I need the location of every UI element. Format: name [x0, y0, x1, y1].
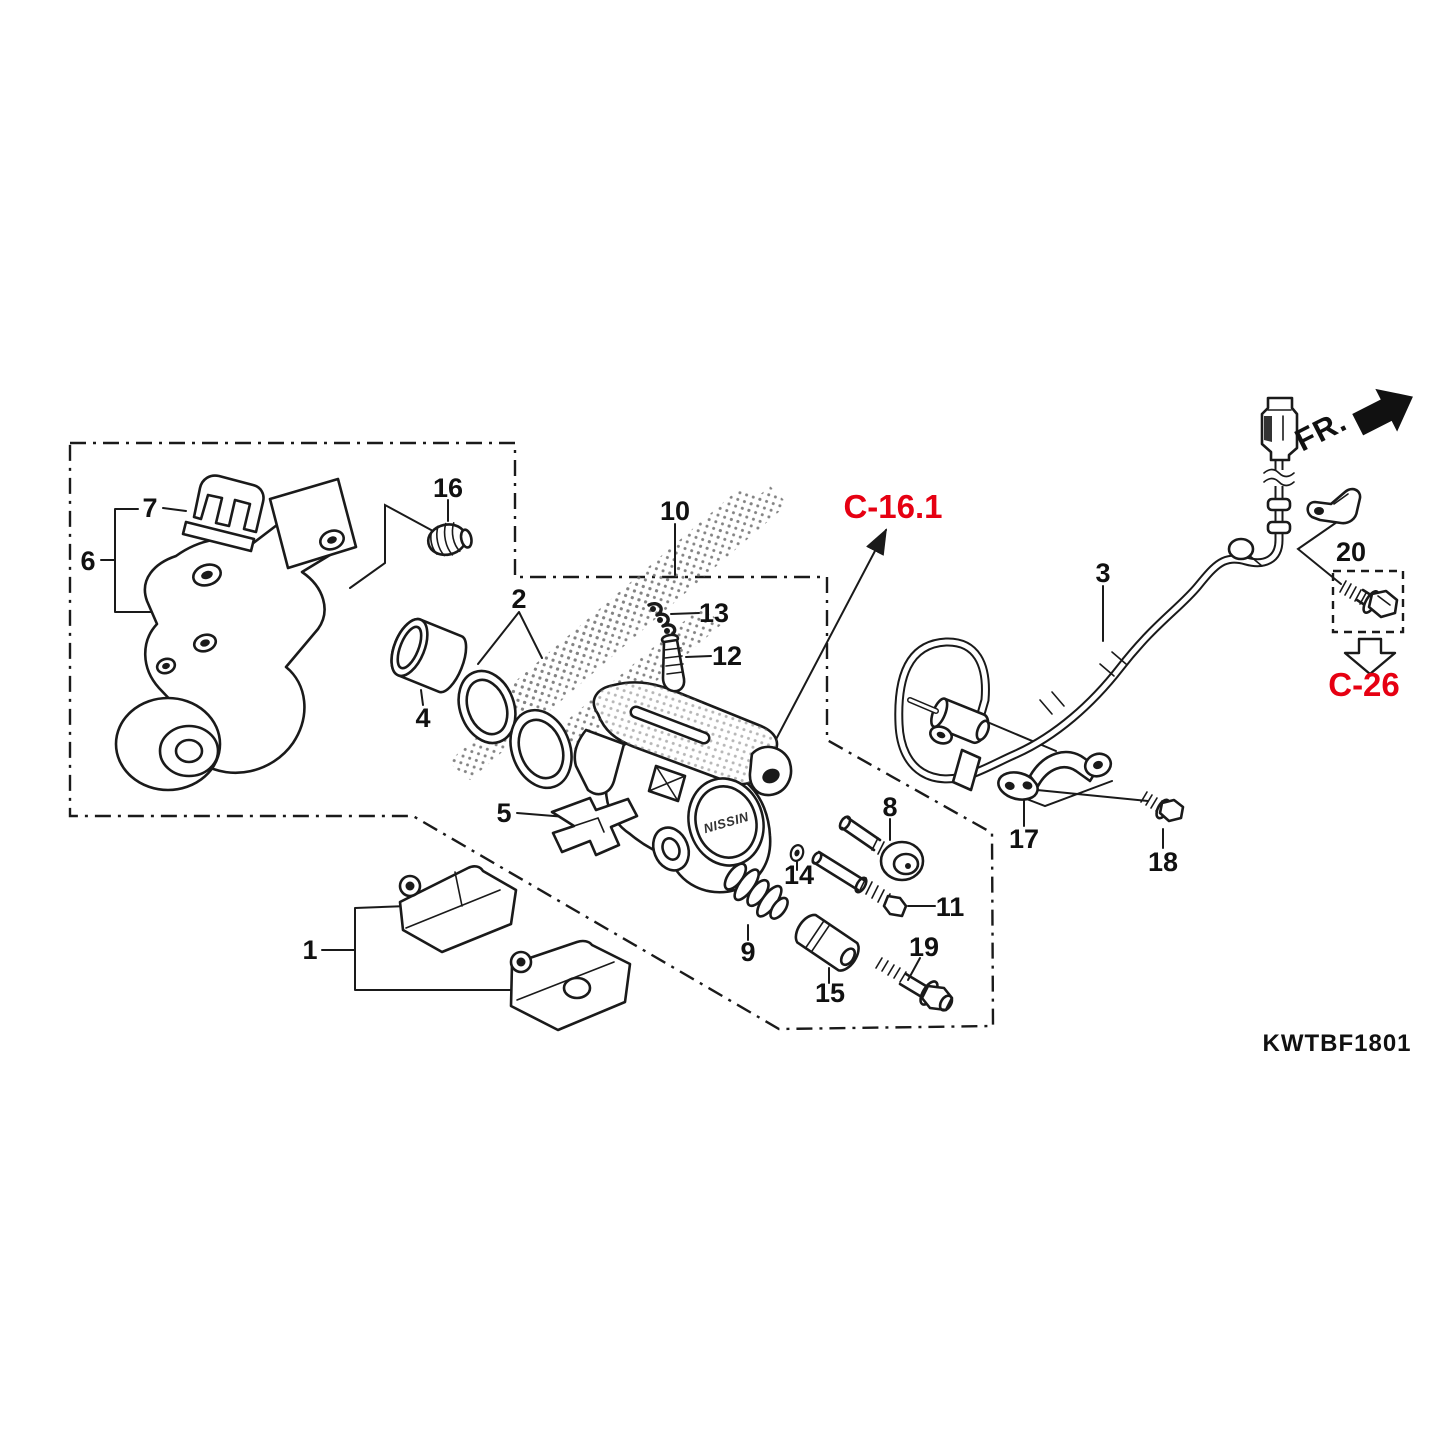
part-label-9: 9 [740, 937, 755, 967]
part-label-10: 10 [660, 496, 690, 526]
part-label-17: 17 [1009, 824, 1039, 854]
part-label-20: 20 [1336, 537, 1366, 567]
bleed-cap-drawing [426, 522, 473, 557]
retainer-spring-drawing [647, 601, 677, 638]
group-outline-boxes [68, 441, 1405, 1031]
seal-ring-drawing [457, 669, 573, 790]
part-label-13: 13 [699, 598, 729, 628]
part-label-6: 6 [80, 546, 95, 576]
part-label-2: 2 [511, 584, 526, 614]
caliper-body-drawing: NISSIN [550, 601, 793, 894]
front-direction-arrow-icon [1352, 388, 1413, 436]
front-direction-label: FR. [1289, 403, 1352, 458]
part-label-19: 19 [909, 932, 939, 962]
part-label-18: 18 [1148, 847, 1178, 877]
part-label-3: 3 [1095, 558, 1110, 588]
part-number-labels: 1 2 3 4 5 6 7 8 9 10 11 12 13 14 15 16 1… [80, 473, 1366, 1008]
part-label-5: 5 [496, 798, 511, 828]
abs-sensor-wire-drawing [894, 396, 1299, 792]
part-label-8: 8 [882, 792, 897, 822]
section-ref-c26: C-26 [1328, 666, 1400, 703]
part-label-7: 7 [142, 493, 157, 523]
pad-spring-drawing [550, 796, 639, 857]
pin-bolt-drawings [723, 815, 954, 1012]
part-label-11: 11 [936, 892, 965, 922]
caliper-piston-face: NISSIN [687, 777, 765, 867]
part-label-14: 14 [784, 860, 814, 890]
brake-pads-drawing [398, 865, 632, 1032]
part-label-16: 16 [433, 473, 463, 503]
piston-drawing [390, 617, 468, 694]
part-label-12: 12 [712, 641, 742, 671]
c16-1-arrow [771, 528, 887, 748]
part-label-4: 4 [415, 703, 430, 733]
drawing-code: KWTBF1801 [1262, 1030, 1411, 1057]
part-label-15: 15 [815, 978, 845, 1008]
pin-boot-drawing [723, 862, 789, 920]
pad-retainer-clip-drawing [192, 474, 265, 534]
front-direction-marker: FR. [1289, 388, 1413, 458]
c26-bolt-dashed-box [1331, 569, 1405, 634]
c26-down-arrow [1343, 637, 1397, 676]
connector-drawing [1260, 396, 1299, 462]
bracket-assembly-drawing [114, 474, 473, 792]
stay-clamp-drawing [1306, 487, 1399, 676]
caliper-left-arm [573, 728, 626, 796]
section-ref-c16-1: C-16.1 [843, 488, 942, 525]
wire-clamp-drawing [997, 750, 1185, 823]
bleed-valve-drawing [660, 633, 686, 693]
caliper-group-outline [68, 441, 995, 1031]
part-label-1: 1 [302, 935, 317, 965]
